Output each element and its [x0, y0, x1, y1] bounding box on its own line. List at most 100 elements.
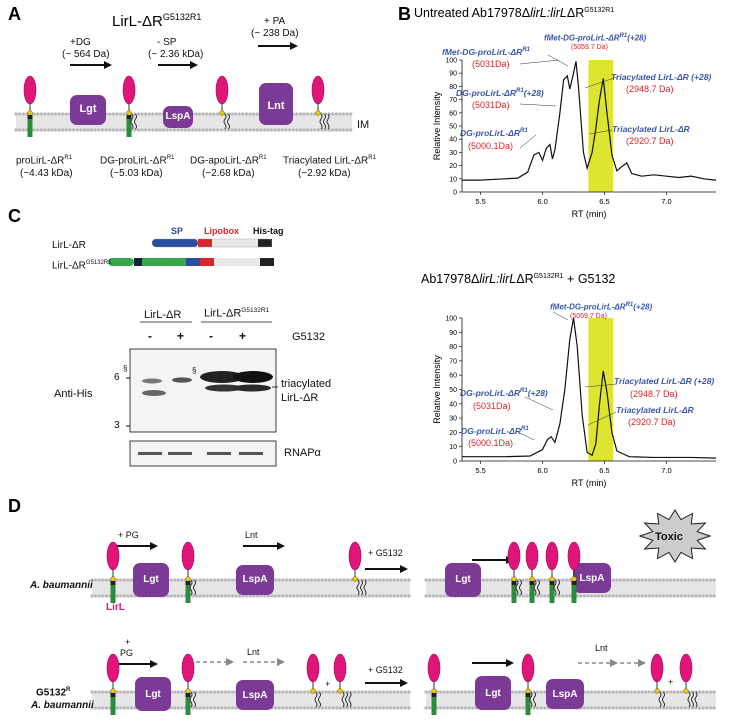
d1-left-membrane-head: [90, 594, 94, 598]
panel-a-membrane-head: [316, 128, 320, 132]
d1-right-membrane-head: [676, 594, 680, 598]
d1-right-membrane-head: [604, 594, 608, 598]
chromatogram2-xlabel: RT (min): [572, 478, 607, 488]
panel-a-membrane-head: [309, 128, 313, 132]
d2-left-membrane-head: [385, 706, 389, 710]
d1-left-membrane-head: [317, 594, 321, 598]
d1-dg-acyl: [189, 579, 193, 596]
panel-a-membrane-head: [97, 128, 101, 132]
panel-a-membrane-head: [216, 128, 220, 132]
d2-right-membrane-head: [701, 706, 705, 710]
d1-left-membrane-head: [126, 578, 130, 582]
d2-left-membrane-head: [335, 706, 339, 710]
d2-left-membrane-head: [277, 706, 281, 710]
d2-right-membrane-head: [600, 706, 605, 710]
ann2-dg-mass: (5000.1Da): [468, 438, 514, 448]
panel-a-membrane-head: [68, 128, 72, 132]
chromatogram2-ytick-label: 0: [453, 459, 457, 466]
toxic-burst: [638, 509, 712, 563]
d1-right-membrane-head: [561, 594, 565, 598]
d2r-apo-cys: [654, 688, 660, 694]
d1-left-membrane-head: [259, 594, 263, 598]
d2-left-membrane-head: [176, 690, 180, 694]
d1-right-membrane-head: [647, 578, 651, 582]
d2-right-membrane-head: [446, 706, 450, 710]
d2-right-membrane-head: [658, 706, 662, 710]
d2-right-membrane-head: [698, 706, 702, 710]
d1-right-membrane-head: [438, 594, 442, 598]
d2-left-membrane-head: [328, 690, 332, 694]
d1-right-membrane-head: [615, 594, 619, 598]
panel-a-membrane-head: [306, 128, 310, 132]
d1-right-membrane: [426, 579, 716, 597]
d1-left-membrane-head: [403, 578, 407, 582]
d1r-dg3-sp: [549, 581, 555, 603]
d2-right-membrane-head: [460, 706, 464, 710]
d2-right-membrane-head: [442, 690, 446, 694]
construct2-bar: [108, 258, 134, 266]
d2-lgt-label: Lgt: [145, 689, 161, 700]
d2-mid-arrow-head: [226, 658, 234, 666]
DG-apoLirL-cys: [219, 110, 225, 116]
panel-a-membrane-head: [255, 128, 259, 132]
d1-left-membrane-head: [274, 578, 278, 582]
chromatogram1-ytick-label: 100: [445, 58, 457, 65]
lnt-enzyme-label: Lnt: [267, 100, 285, 112]
d1-left-membrane-head: [119, 578, 123, 582]
d1-left-membrane-head: [338, 578, 342, 582]
d2-right-membrane-head: [582, 706, 587, 710]
d2-g5132-label: + G5132: [368, 665, 403, 675]
step2-label: - SP: [157, 37, 177, 48]
panel-a-membrane-head: [212, 128, 216, 132]
d2-left-membrane-head: [220, 690, 224, 694]
d1-left-membrane-head: [94, 578, 98, 582]
d2-left-membrane-head: [202, 706, 206, 710]
d2-right-membrane-head: [597, 706, 601, 710]
d2-left-membrane-head: [292, 706, 296, 710]
d2r-tri-cys: [683, 688, 689, 694]
d2-right-membrane-head: [644, 690, 648, 694]
d1-left-membrane-head: [292, 594, 296, 598]
d2-right-membrane-head: [640, 690, 644, 694]
d2-right-membrane-head: [536, 706, 540, 710]
d1-left-membrane-head: [180, 578, 184, 582]
d1-left-membrane-head: [382, 578, 386, 582]
d1-right-membrane-head: [564, 594, 569, 598]
d2r-lspa: [546, 679, 584, 709]
panel-a-membrane-head: [111, 112, 115, 116]
ann1-dg: DG-proLirL-ΔRR1: [460, 128, 528, 138]
band-lane4-low: [233, 384, 271, 392]
d1-left-membrane-head: [306, 578, 310, 582]
chromatogram1-xtick-label: 7.0: [661, 197, 671, 206]
d1-right-membrane-head: [503, 594, 507, 598]
d1-left-membrane-head: [166, 594, 170, 598]
d1-right-membrane-head: [500, 578, 504, 582]
panel-a-membrane-head: [288, 128, 292, 132]
d2-left-membrane-head: [94, 690, 98, 694]
d2-right-membrane-head: [543, 706, 547, 710]
d2-left-membrane-head: [281, 706, 285, 710]
panel-a-membrane-head: [151, 128, 155, 132]
d2-right-membrane-head: [467, 706, 471, 710]
d1-right-membrane-head: [654, 594, 659, 598]
d2-right-membrane-head: [708, 706, 713, 710]
d1-prolirl-head: [106, 541, 120, 571]
DG-proLirL-sp-tip: [126, 115, 132, 119]
d1-right-membrane-head: [554, 594, 558, 598]
chromatogram1-ytick-label: 0: [453, 190, 457, 197]
d2-left-membrane-head: [364, 706, 368, 710]
d1-right-membrane-head: [478, 594, 482, 598]
ann2-tri-28: Triacylated LirL-ΔR (+28): [614, 376, 715, 386]
panel-a-membrane-head: [140, 128, 144, 132]
panel-a-membrane-head: [21, 128, 25, 132]
d1-prolirl-sp-tip: [110, 581, 116, 585]
d1-right-membrane-head: [496, 578, 500, 582]
d2-dg-acyl: [193, 691, 196, 708]
d2-right-membrane-head: [521, 690, 525, 694]
d2-left-membrane-head: [374, 706, 378, 710]
panel-d-label: D: [8, 496, 21, 516]
d2r-plus-species: +: [668, 677, 674, 687]
d1-right-membrane-head: [683, 594, 687, 598]
d1-right-membrane-head: [579, 594, 583, 598]
d2-left-membrane-head: [378, 690, 382, 694]
